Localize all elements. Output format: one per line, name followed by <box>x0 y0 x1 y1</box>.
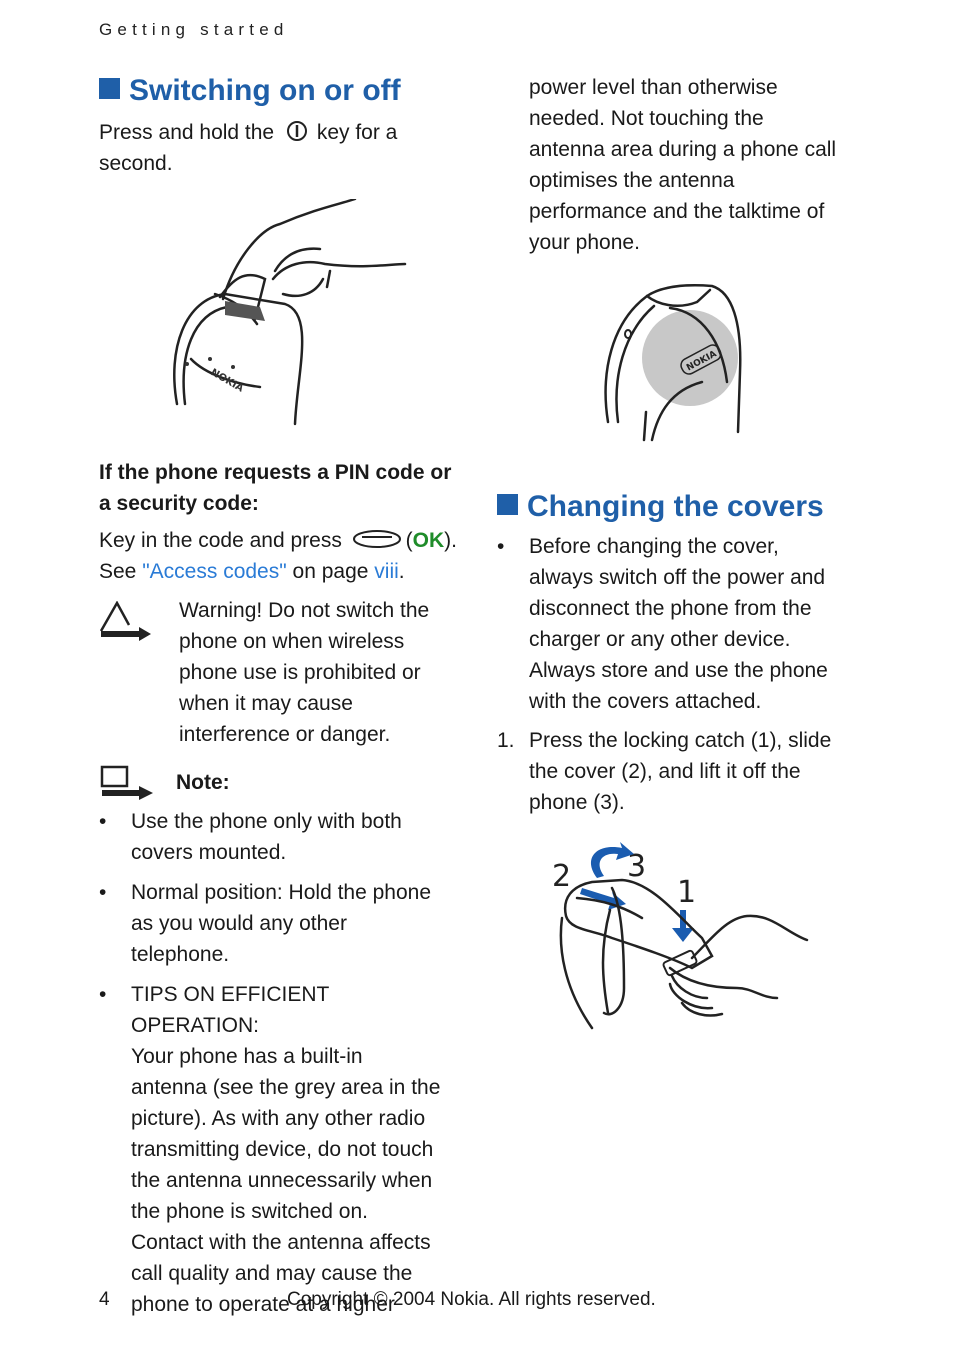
power-instruction: Press and hold the key for a second. <box>99 120 398 175</box>
antenna-continuation: power level than otherwise needed. Not t… <box>529 76 837 254</box>
step-label-2: 2 <box>552 859 571 894</box>
page-number: 4 <box>99 1289 110 1310</box>
phone-logo: NOKIA <box>209 367 246 395</box>
page-ref-link[interactable]: viii <box>374 560 399 583</box>
heading-square-icon <box>99 78 120 99</box>
press-arrow-icon <box>672 910 694 942</box>
warning-hand-icon <box>99 595 179 750</box>
left-column: Switching on or off Press and hold the k… <box>99 72 459 1320</box>
ok-softkey-label: OK <box>412 529 445 552</box>
cover-removal-illustration: 2 3 1 <box>552 838 857 1033</box>
select-key-icon <box>352 529 402 549</box>
note-label: Note: <box>176 770 230 794</box>
step-label-1: 1 <box>677 875 696 910</box>
power-key-icon <box>286 120 308 142</box>
power-key-illustration: NOKIA <box>165 199 459 439</box>
lift-arrow-icon <box>591 842 634 878</box>
pin-heading: If the phone requests a PIN code or a se… <box>99 461 452 515</box>
bullet-icon: • <box>99 983 107 1006</box>
list-item: • TIPS ON EFFICIENT OPERATION: Your phon… <box>99 979 459 1320</box>
running-header: Getting started <box>99 20 289 39</box>
warning-label: Warning! <box>179 599 263 622</box>
step-number: 1. <box>497 729 515 752</box>
copyright-notice: Copyright © 2004 Nokia. All rights reser… <box>287 1289 656 1310</box>
bullet-icon: • <box>99 810 107 833</box>
list-item: • Before changing the cover, always swit… <box>497 531 857 717</box>
note-hand-icon <box>99 764 176 800</box>
warning-block: Warning! Do not switch the phone on when… <box>99 595 459 750</box>
right-column: power level than otherwise needed. Not t… <box>497 72 857 1033</box>
bullet-icon: • <box>497 535 505 558</box>
bullet-icon: • <box>99 881 107 904</box>
numbered-step: 1. Press the locking catch (1), slide th… <box>497 725 857 818</box>
section-title-switching: Switching on or off <box>99 72 459 110</box>
access-codes-link[interactable]: "Access codes" <box>142 560 287 583</box>
note-header: Note: <box>99 764 459 800</box>
section-title-covers: Changing the covers <box>497 488 857 526</box>
antenna-area-highlight <box>642 310 738 406</box>
step-label-3: 3 <box>627 849 646 884</box>
pin-instruction: Key in the code and press (OK). See "Acc… <box>99 529 457 583</box>
heading-square-icon <box>497 494 518 515</box>
antenna-area-illustration: NOKIA <box>602 282 857 442</box>
